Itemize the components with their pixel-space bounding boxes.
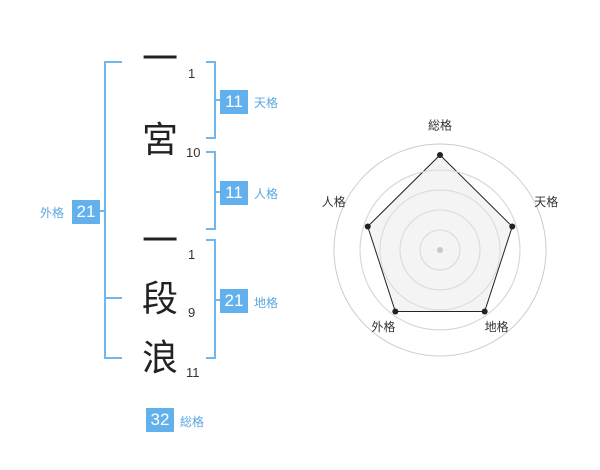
gaikaku-bracket-mid-tick bbox=[104, 297, 122, 299]
tenkaku-badge: 11 bbox=[220, 90, 248, 114]
radar-inner-ring-1 bbox=[419, 229, 461, 271]
radar-point-3 bbox=[481, 308, 488, 315]
stroke-count-1: 1 bbox=[188, 66, 196, 81]
radar-inner-ring-4 bbox=[359, 169, 521, 331]
gaikaku-badge: 21 bbox=[72, 200, 100, 224]
radar-data-polygon bbox=[367, 154, 513, 312]
radar-axis-label-3: 地格 bbox=[485, 319, 509, 334]
stroke-count-5: 11 bbox=[186, 365, 200, 380]
gaikaku-label: 外格 bbox=[40, 206, 65, 220]
tenkaku-bracket bbox=[206, 61, 216, 139]
name-char-4: 段 bbox=[141, 279, 178, 320]
jinkaku-label: 人格 bbox=[254, 187, 279, 201]
radar-axis-label-5: 人格 bbox=[322, 194, 346, 209]
jinkaku-bracket-pointer bbox=[216, 191, 222, 193]
jinkaku-badge: 11 bbox=[220, 181, 248, 205]
radar-inner-ring-2 bbox=[399, 209, 481, 291]
radar-axis-label-2: 天格 bbox=[534, 194, 558, 209]
radar-axis-label-4: 外格 bbox=[371, 319, 395, 334]
tenkaku-bracket-pointer bbox=[216, 99, 222, 101]
stroke-count-2: 10 bbox=[186, 145, 201, 160]
name-char-2: 宮 bbox=[141, 120, 178, 161]
radar-axis-label-1: 総格 bbox=[428, 118, 452, 133]
soukaku-badge: 32 bbox=[146, 408, 174, 432]
soukaku-label: 総格 bbox=[180, 415, 205, 429]
name-char-5: 浪 bbox=[141, 338, 178, 379]
chikaku-label: 地格 bbox=[254, 296, 279, 310]
radar-inner-ring-3 bbox=[379, 189, 501, 311]
name-char-1: 一 bbox=[141, 39, 178, 80]
chikaku-bracket-pointer bbox=[216, 299, 222, 301]
chikaku-bracket bbox=[206, 239, 216, 359]
stroke-count-3: 1 bbox=[188, 247, 196, 262]
jinkaku-bracket bbox=[206, 151, 216, 230]
radar-point-5 bbox=[364, 223, 371, 230]
name-char-3: 一 bbox=[141, 221, 178, 262]
radar-point-2 bbox=[509, 223, 516, 230]
gaikaku-bracket-pointer bbox=[96, 210, 106, 212]
tenkaku-label: 天格 bbox=[254, 96, 279, 110]
radar-point-1 bbox=[437, 152, 443, 158]
stroke-count-4: 9 bbox=[188, 305, 196, 320]
radar-point-4 bbox=[392, 308, 399, 315]
chikaku-badge: 21 bbox=[220, 289, 248, 313]
radar-center-point bbox=[437, 247, 443, 253]
